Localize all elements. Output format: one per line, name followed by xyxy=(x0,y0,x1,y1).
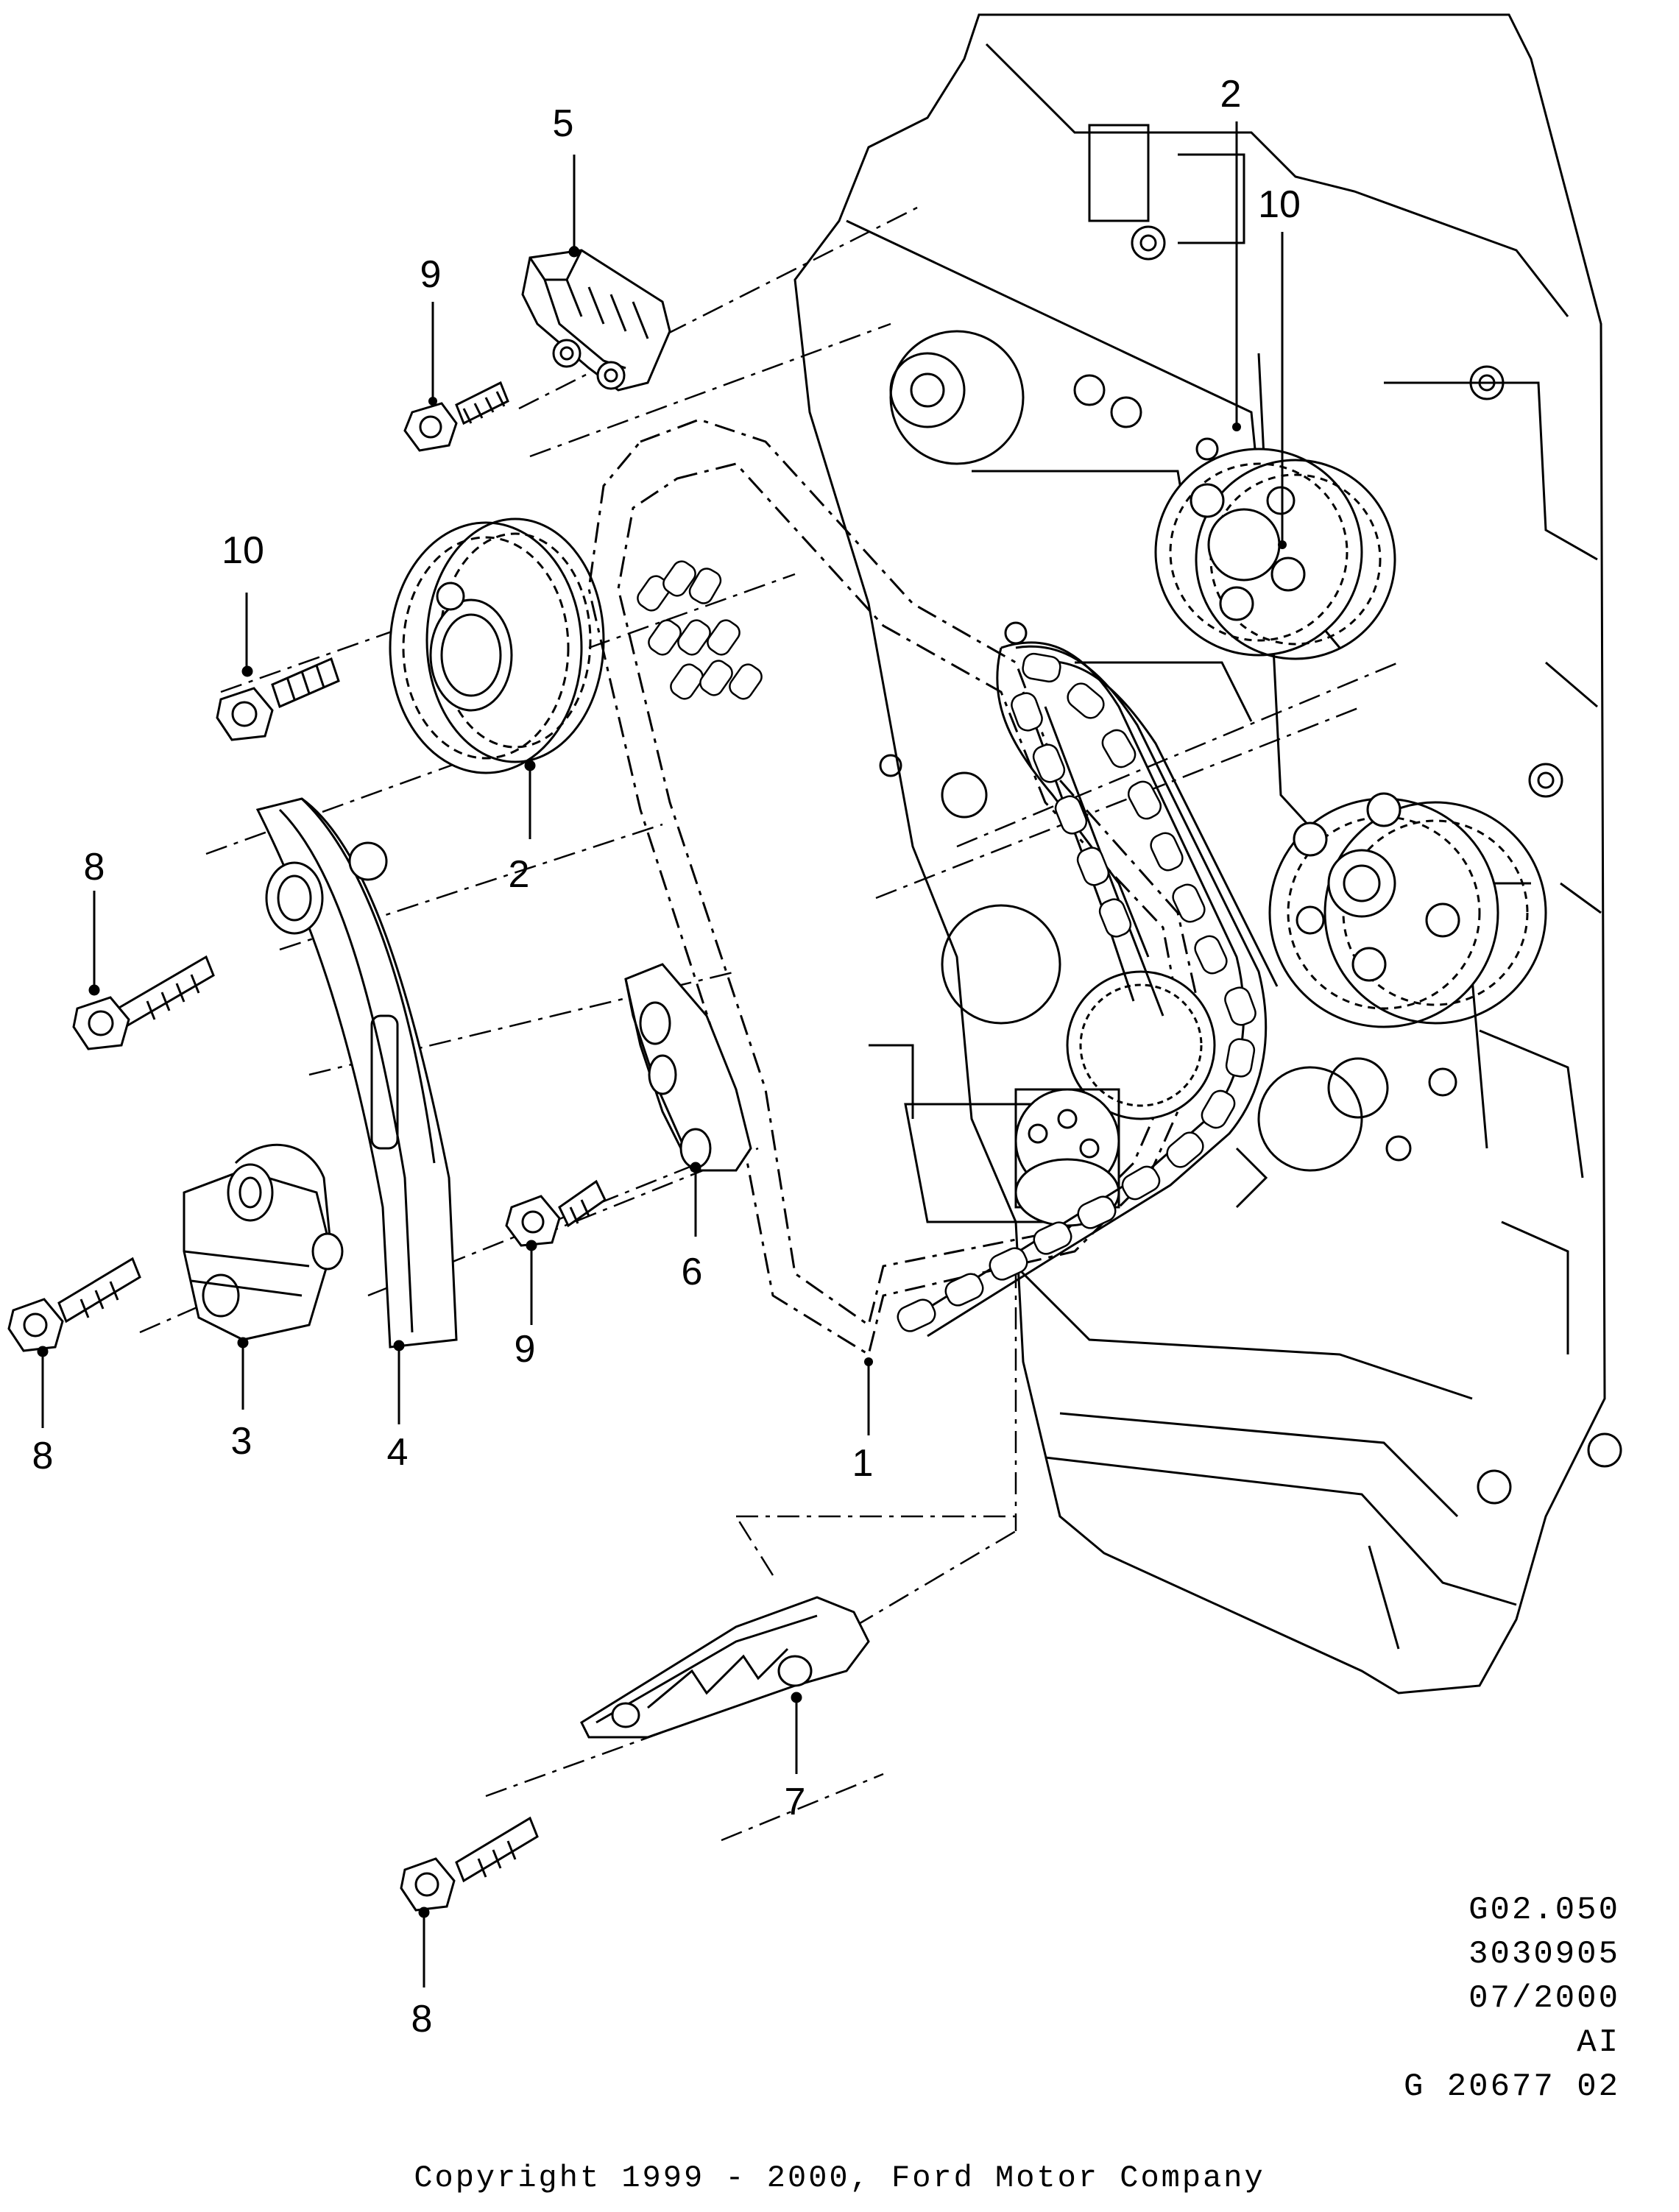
callout-3: 3 xyxy=(231,1420,252,1463)
middle-chain-guide xyxy=(624,963,752,1173)
bolt-9-bottom xyxy=(505,1179,607,1251)
callout-8-bottom: 8 xyxy=(411,1998,433,2040)
camshaft-sprocket-installed xyxy=(1154,448,1396,660)
sprocket-bolt-10 xyxy=(216,657,340,741)
drawing-code: G02.050 xyxy=(1468,1892,1620,1929)
chain-links xyxy=(897,652,1256,1332)
drawing-reference: G 20677 02 xyxy=(1403,2068,1620,2105)
chain-tensioner xyxy=(183,1143,344,1349)
drawing-info-block: G02.050 3030905 07/2000 AI G 20677 02 xyxy=(1404,1888,1620,2109)
callout-2-mid: 2 xyxy=(509,853,530,896)
lower-chain-guide xyxy=(580,1596,870,1739)
upper-chain-guide xyxy=(521,246,671,392)
copyright-notice: Copyright 1999 - 2000, Ford Motor Compan… xyxy=(414,2160,1265,2196)
callout-10-top: 10 xyxy=(1258,183,1301,226)
bolt-8-left xyxy=(7,1257,141,1357)
camshaft-sprocket-2 xyxy=(389,517,605,774)
callout-7: 7 xyxy=(785,1781,806,1823)
tensioner-arm xyxy=(255,797,458,1351)
intermediate-sprocket xyxy=(1268,792,1547,1028)
drawing-date: 07/2000 xyxy=(1468,1980,1620,2017)
callout-2-top: 2 xyxy=(1220,73,1242,116)
callout-labels: 2 10 5 9 10 2 8 8 3 4 9 6 1 7 8 xyxy=(32,73,1301,2040)
callout-8-mid: 8 xyxy=(84,846,105,888)
callout-6: 6 xyxy=(682,1251,703,1293)
part-number: 3030905 xyxy=(1468,1936,1620,1973)
callout-10-left: 10 xyxy=(222,529,264,572)
callout-1: 1 xyxy=(852,1442,874,1485)
callout-9-bottom: 9 xyxy=(515,1328,536,1371)
engine-block xyxy=(793,13,1622,1695)
callout-8-left: 8 xyxy=(32,1435,54,1477)
drawing-initials: AI xyxy=(1577,2024,1620,2061)
leader-dots xyxy=(428,246,1287,1366)
bolt-8-mid xyxy=(72,955,215,1050)
leader-lines xyxy=(41,121,1284,1987)
bolt-9-top xyxy=(403,381,509,452)
chain-segment xyxy=(637,560,763,700)
callout-5: 5 xyxy=(553,102,574,145)
callout-4: 4 xyxy=(387,1431,409,1474)
crankshaft-sprocket xyxy=(1014,970,1216,1227)
bolt-8-bottom xyxy=(400,1816,539,1918)
callout-9-top: 9 xyxy=(420,253,442,296)
